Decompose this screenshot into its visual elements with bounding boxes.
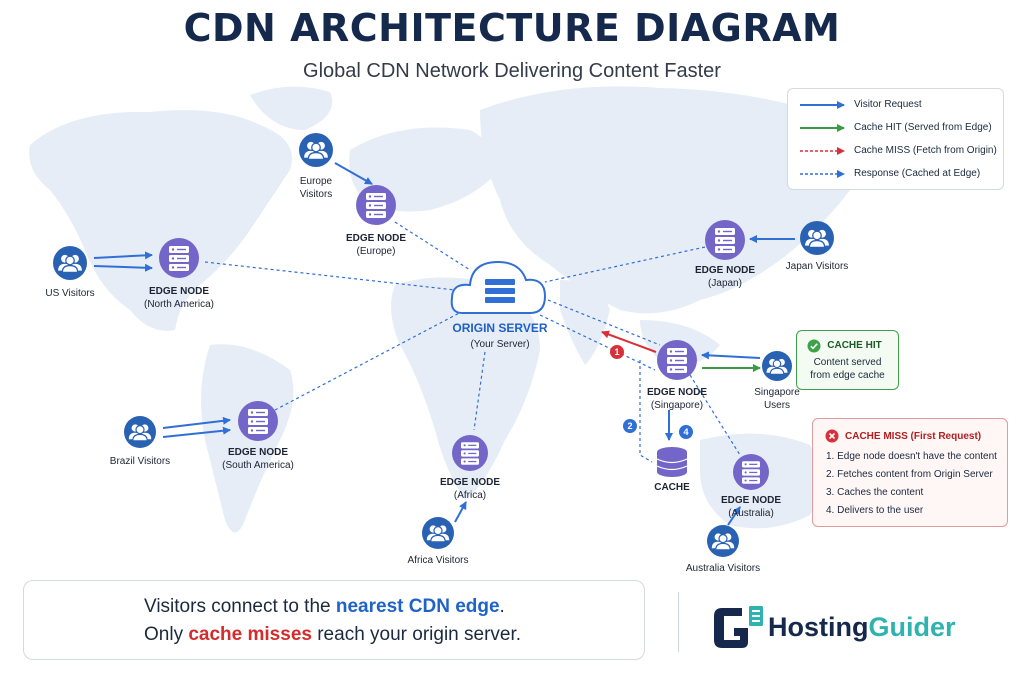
step-badge-2 bbox=[623, 419, 637, 433]
page-subtitle: Global CDN Network Delivering Content Fa… bbox=[303, 60, 721, 82]
brand-name-part-1: Hosting bbox=[768, 612, 869, 642]
origin-server-icon bbox=[450, 260, 547, 314]
edge-node-north-america-icon bbox=[159, 238, 199, 278]
greenland-shape bbox=[250, 86, 333, 130]
divider bbox=[678, 592, 679, 652]
hostingguider-logo-icon bbox=[714, 606, 763, 648]
summary-line-2: Only cache misses reach your origin serv… bbox=[144, 624, 521, 646]
summary-line-1-pre: Visitors connect to the bbox=[144, 596, 336, 617]
cache-database-icon bbox=[656, 447, 688, 477]
summary-line-2-post: reach your origin server. bbox=[311, 624, 522, 645]
legend-cache-miss: Cache MISS (Fetch from Origin) bbox=[796, 143, 1001, 159]
cache-label: CACHE bbox=[654, 482, 690, 493]
edge-africa-title: EDGE NODE bbox=[439, 477, 500, 488]
south-america-shape bbox=[201, 344, 294, 533]
edge-node-europe-icon bbox=[356, 185, 396, 225]
check-circle-icon bbox=[807, 339, 821, 353]
legend-visitor-request-label: Visitor Request bbox=[854, 99, 922, 110]
summary-line-1-highlight: nearest CDN edge bbox=[335, 596, 500, 617]
edge-europe-region: (Europe) bbox=[356, 246, 396, 257]
summary-banner: Visitors connect to the nearest CDN edge… bbox=[23, 580, 645, 660]
cache-miss-step-3: 3. Caches the content bbox=[826, 487, 924, 498]
edge-south-america-title: EDGE NODE bbox=[227, 447, 288, 458]
cache-miss-callout: CACHE MISS (First Request) 1. Edge node … bbox=[812, 418, 1008, 527]
edge-node-africa-icon bbox=[452, 435, 488, 471]
africa-visitors-icon bbox=[422, 517, 454, 549]
india-shape bbox=[560, 280, 610, 365]
step-badge-4 bbox=[679, 425, 693, 439]
summary-line-1: Visitors connect to the nearest CDN edge… bbox=[144, 596, 505, 618]
miss-arrows bbox=[601, 330, 657, 353]
summary-line-2-pre: Only bbox=[144, 624, 189, 645]
africa-visitors-label: Africa Visitors bbox=[407, 555, 469, 566]
legend-cache-miss-label: Cache MISS (Fetch from Origin) bbox=[854, 145, 997, 156]
step-badge-1 bbox=[610, 345, 624, 359]
cache-miss-title: CACHE MISS (First Request) bbox=[845, 431, 982, 442]
singapore-users-label-1: Singapore bbox=[754, 387, 800, 398]
edge-singapore-region: (Singapore) bbox=[650, 400, 704, 411]
legend: Visitor Request Cache HIT (Served from E… bbox=[787, 88, 1004, 190]
origin-server-subtitle: (Your Server) bbox=[470, 339, 530, 350]
edge-singapore-title: EDGE NODE bbox=[646, 387, 707, 398]
cache-hit-title: CACHE HIT bbox=[827, 340, 882, 351]
legend-response: Response (Cached at Edge) bbox=[796, 166, 1001, 182]
asia-shape bbox=[480, 86, 858, 314]
brand-name-part-2: Guider bbox=[868, 612, 956, 642]
us-visitors-label: US Visitors bbox=[45, 288, 95, 299]
edge-europe-title: EDGE NODE bbox=[345, 233, 406, 244]
cache-dashed-links bbox=[639, 360, 653, 463]
brazil-visitors-icon bbox=[124, 416, 156, 448]
legend-response-label: Response (Cached at Edge) bbox=[854, 168, 981, 179]
brazil-visitors-label: Brazil Visitors bbox=[109, 456, 171, 467]
legend-cache-hit: Cache HIT (Served from Edge) bbox=[796, 120, 1001, 136]
summary-line-2-highlight: cache misses bbox=[188, 624, 312, 645]
edge-japan-region: (Japan) bbox=[708, 278, 742, 289]
cache-miss-step-2: 2. Fetches content from Origin Server bbox=[826, 469, 993, 480]
europe-visitors-icon bbox=[299, 133, 333, 167]
edge-africa-region: (Africa) bbox=[453, 490, 487, 501]
singapore-users-icon bbox=[762, 351, 792, 381]
edge-node-australia-icon bbox=[733, 454, 769, 490]
edge-node-singapore-icon bbox=[657, 340, 697, 380]
page-title: CDN ARCHITECTURE DIAGRAM bbox=[183, 6, 841, 50]
cache-hit-callout: CACHE HIT Content served from edge cache bbox=[796, 330, 899, 390]
origin-server-title: ORIGIN SERVER bbox=[452, 321, 548, 335]
edge-australia-region: (Australia) bbox=[728, 508, 774, 519]
japan-visitors-icon bbox=[800, 221, 834, 255]
singapore-users-label-2: Users bbox=[763, 400, 791, 411]
step-2-label: 2 bbox=[627, 421, 633, 431]
edge-node-japan-icon bbox=[705, 220, 745, 260]
australia-visitors-label: Australia Visitors bbox=[685, 563, 761, 574]
japan-visitors-label: Japan Visitors bbox=[785, 261, 849, 272]
north-america-shape bbox=[29, 110, 293, 331]
legend-cache-hit-label: Cache HIT (Served from Edge) bbox=[854, 122, 992, 133]
cache-miss-step-4: 4. Delivers to the user bbox=[826, 505, 924, 516]
cache-miss-step-1: 1. Edge node doesn't have the content bbox=[826, 451, 997, 462]
request-arrows bbox=[93, 162, 795, 526]
cache-hit-line-2: from edge cache bbox=[810, 370, 885, 381]
origin-links bbox=[204, 221, 741, 456]
step-1-label: 1 bbox=[614, 347, 620, 357]
edge-node-south-america-icon bbox=[238, 401, 278, 441]
edge-south-america-region: (South America) bbox=[222, 460, 294, 471]
x-circle-icon bbox=[825, 429, 839, 443]
edge-japan-title: EDGE NODE bbox=[694, 265, 755, 276]
africa-shape bbox=[391, 277, 540, 500]
edge-north-america-region: (North America) bbox=[143, 299, 214, 310]
europe-visitors-label-1: Europe bbox=[299, 176, 333, 187]
australia-visitors-icon bbox=[707, 525, 739, 557]
us-visitors-icon bbox=[53, 246, 87, 280]
step-4-label: 4 bbox=[683, 427, 689, 437]
cache-hit-line-1: Content served bbox=[813, 357, 882, 368]
summary-line-1-post: . bbox=[499, 596, 505, 617]
legend-visitor-request: Visitor Request bbox=[796, 97, 1001, 113]
brand-name: HostingGuider bbox=[768, 612, 956, 643]
europe-visitors-label-2: Visitors bbox=[299, 189, 333, 200]
edge-north-america-title: EDGE NODE bbox=[148, 286, 209, 297]
edge-australia-title: EDGE NODE bbox=[720, 495, 781, 506]
